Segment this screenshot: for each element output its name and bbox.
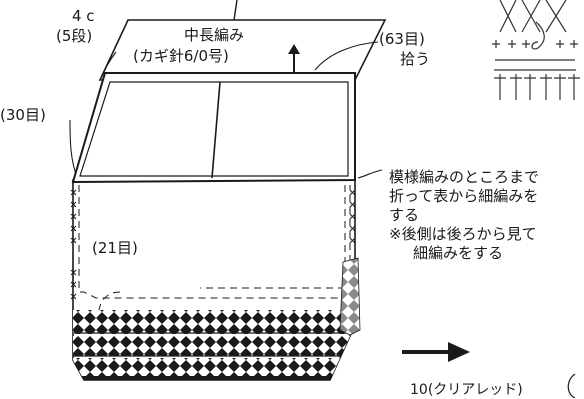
pattern-bands [73,310,355,380]
flap-sub-label: (カギ針6/0号) [133,47,229,65]
inner-count-label: (21目) [92,239,138,257]
bag-opening [71,72,356,184]
note-line: 折って表から細編みを [389,187,539,205]
note-line: 細編みをする [413,244,504,262]
note-line: ※後側は後ろから見て [389,225,537,243]
pick-up-arrow [288,44,300,72]
pick-action-label: 拾う [400,50,431,68]
instruction-note: 模様編みのところまで 折って表から細編みを する ※後側は後ろから見て 細編みを… [389,168,583,263]
pick-count-label: (63目) [379,30,425,48]
direction-arrow [402,342,470,362]
top-rows-label: 4 c [72,7,95,25]
side-stitches [70,189,356,300]
note-line: する [389,206,420,224]
stitch-chart [492,0,580,100]
side-pattern [339,257,361,336]
note-line: 模様編みのところまで [389,168,540,186]
flap-title-label: 中長編み [184,26,245,44]
top-rows-sub-label: (5段) [56,27,93,45]
bottom-caption-label: 10(クリアレッド) [410,382,523,398]
side-count-label: (30目) [0,106,46,124]
